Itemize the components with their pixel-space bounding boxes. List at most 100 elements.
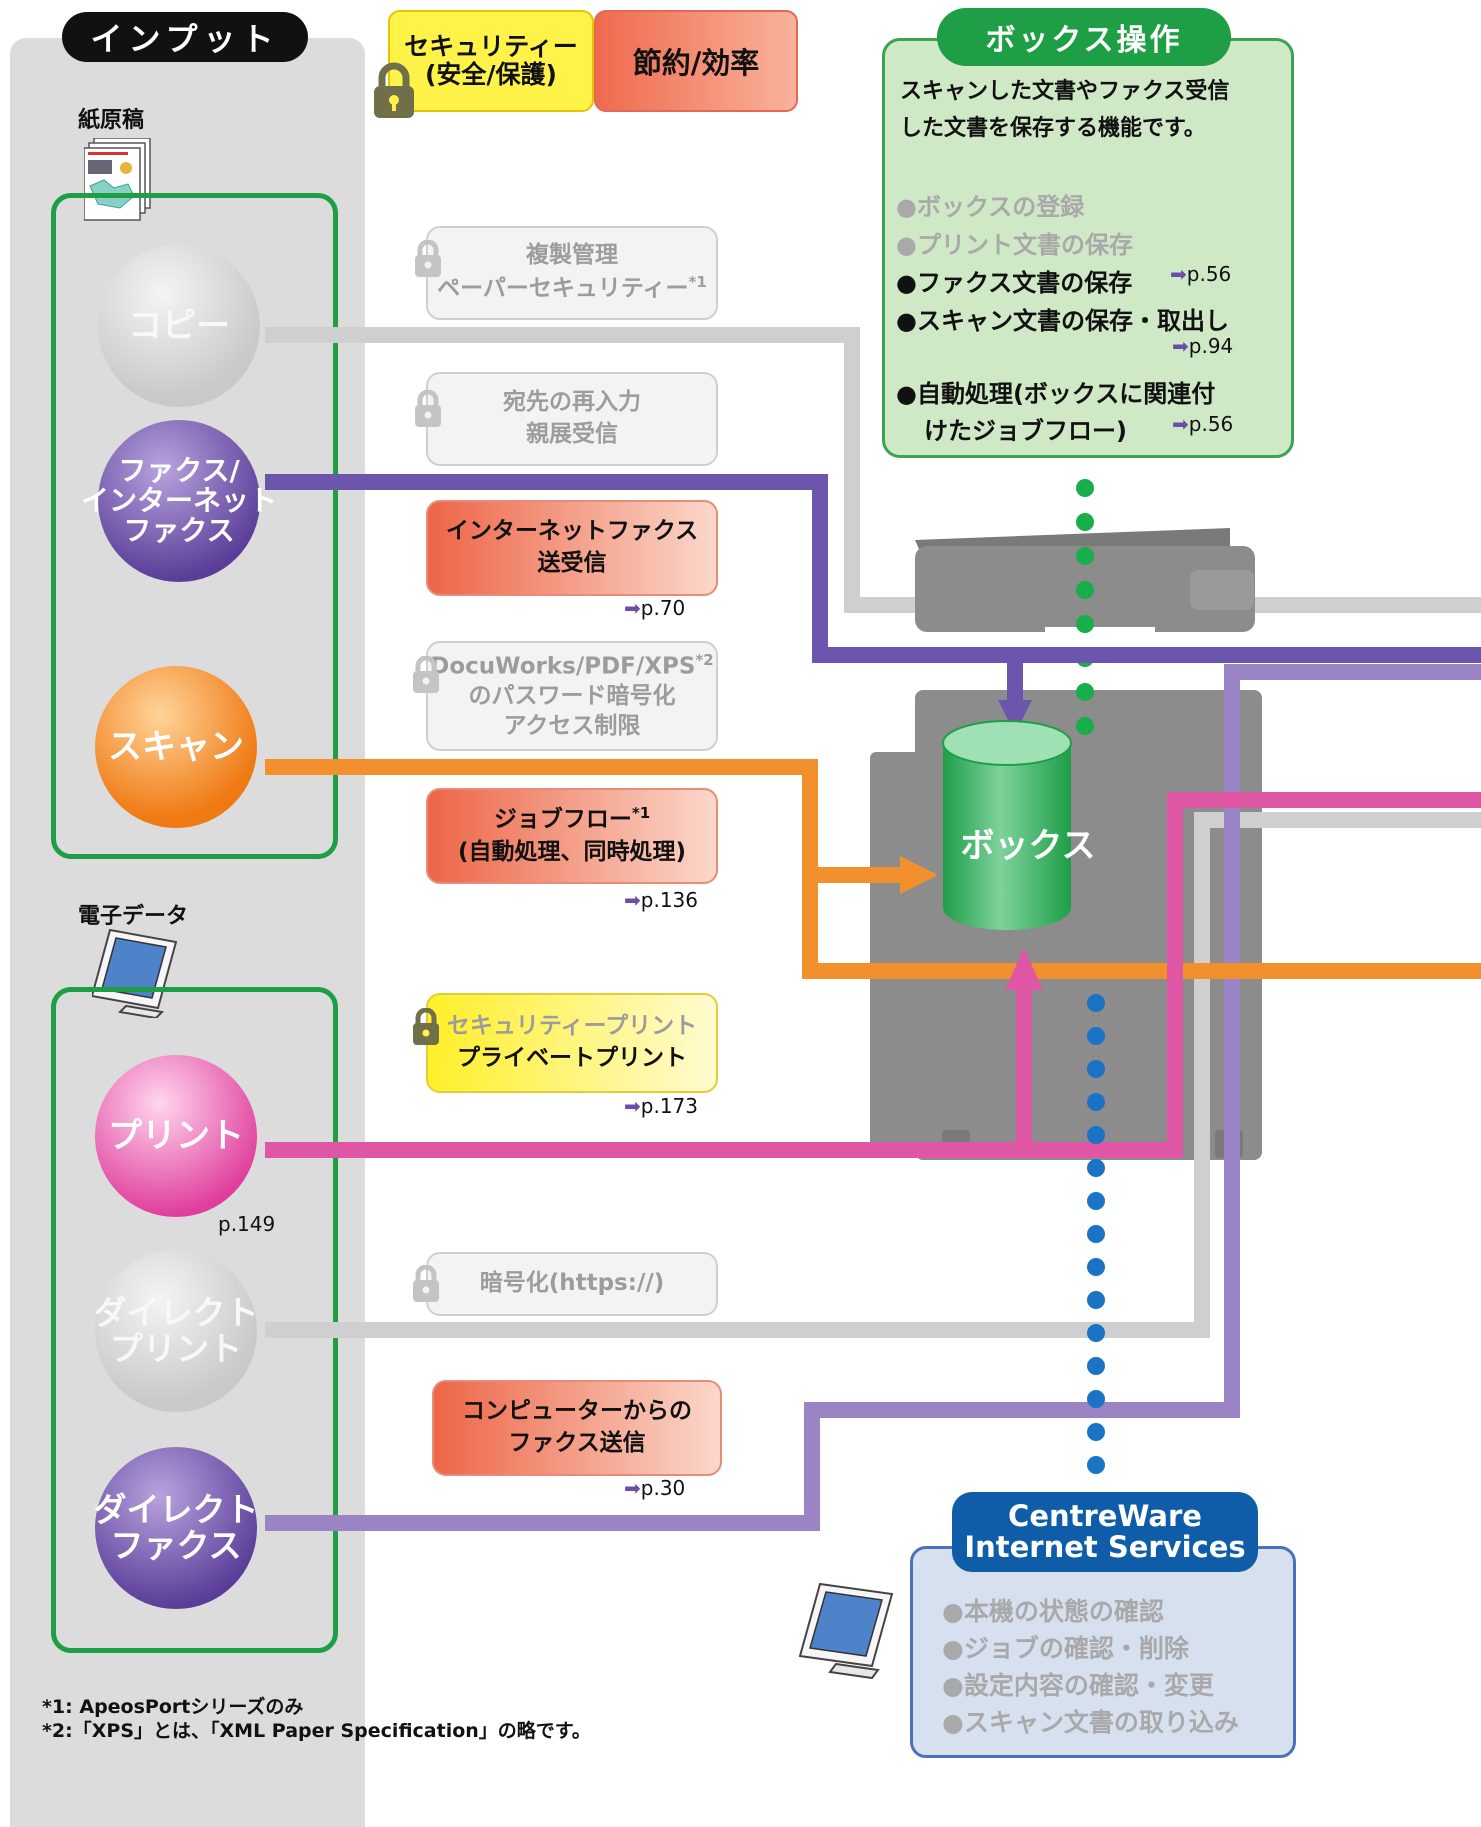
dup-mgmt-line2: ペーパーセキュリティー <box>437 275 689 302</box>
box-storage-cylinder <box>942 720 1072 930</box>
secure-print-ref[interactable]: ➡p.173 <box>624 1094 698 1118</box>
scan-arrowhead <box>900 856 938 894</box>
print-circle[interactable]: プリント <box>95 1055 257 1217</box>
internet-fax-ref[interactable]: ➡p.70 <box>624 596 685 620</box>
jobflow-box: ジョブフロー*1 (自動処理、同時処理) <box>426 788 718 884</box>
box-item-auto-process: ●自動処理(ボックスに関連付 <box>896 380 1216 408</box>
direct-fax-line1: ダイレクト <box>93 1490 259 1530</box>
jobflow-ref[interactable]: ➡p.136 <box>624 888 698 912</box>
copy-label: コピー <box>128 305 230 346</box>
box-item-scan-save: ●スキャン文書の保存・取出し <box>896 307 1229 335</box>
jobflow-line2: (自動処理、同時処理) <box>457 838 687 865</box>
pcfax-line2: ファクス送信 <box>508 1430 646 1456</box>
jobflow-note: *1 <box>631 804 651 823</box>
centreware-title-line1: CentreWare <box>1008 1498 1202 1533</box>
lock-icon <box>413 1008 439 1045</box>
print-flow-line <box>265 792 1481 1158</box>
direct-print-circle[interactable]: ダイレクトプリント <box>94 1250 259 1412</box>
paper-section-label: 紙原稿 <box>78 108 145 133</box>
centreware-panel <box>910 1546 1296 1758</box>
security-legend-line2: (安全/保護) <box>425 60 557 89</box>
lock-icon <box>374 62 414 118</box>
box-label: ボックス <box>960 826 1096 866</box>
fax-circle[interactable]: ファクス/インターネットファクス <box>81 420 277 582</box>
footnote-2: *2:「XPS」とは、「XML Paper Specification」の略です… <box>42 1720 591 1742</box>
box-item-fax-save-ref[interactable]: ➡p.56 <box>1170 262 1231 286</box>
electronic-section-label: 電子データ <box>78 904 189 929</box>
centreware-item: ●本機の状態の確認 <box>942 1597 1164 1626</box>
pdf-line2: のパスワード暗号化 <box>468 683 676 710</box>
box-operations-title: ボックス操作 <box>937 8 1231 66</box>
box-item-fax-save-page: p.56 <box>1186 262 1232 286</box>
centreware-item: ●設定内容の確認・変更 <box>942 1671 1214 1700</box>
print-page-ref[interactable]: p.149 <box>218 1212 276 1236</box>
address-reentry-box: 宛先の再入力親展受信 <box>426 372 718 466</box>
arrow-right-icon: ➡ <box>624 596 641 620</box>
direct-print-flow-line <box>265 812 1481 1338</box>
arrow-right-icon: ➡ <box>1170 262 1187 286</box>
arrow-right-icon: ➡ <box>1172 412 1189 436</box>
security-legend-line1: セキュリティー <box>404 32 578 61</box>
secprint-line1: セキュリティープリント <box>446 1013 698 1040</box>
jobflow-line1: ジョブフロー <box>493 807 632 834</box>
box-item-fax-save: ●ファクス文書の保存 <box>896 269 1133 297</box>
print-label: プリント <box>108 1115 244 1156</box>
input-header: インプット <box>62 12 308 62</box>
copy-circle[interactable]: コピー <box>98 245 260 407</box>
box-ops-dotted-line <box>1076 479 1094 735</box>
centreware-dotted-line <box>1087 994 1105 1474</box>
pdf-note: *2 <box>695 651 714 670</box>
pdf-line3: アクセス制限 <box>503 712 641 739</box>
box-item-auto-process-page: p.56 <box>1188 412 1234 436</box>
secprint-line2: プライベートプリント <box>457 1045 687 1071</box>
fax-label-line1: ファクス/ <box>118 453 240 487</box>
centreware-item: ●ジョブの確認・削除 <box>942 1634 1189 1663</box>
centreware-title: CentreWare Internet Services <box>952 1492 1258 1572</box>
box-item-auto-process-ref[interactable]: ➡p.56 <box>1172 412 1233 436</box>
fax-label-line3: ファクス <box>123 514 235 548</box>
reentry-line2: 親展受信 <box>526 421 618 447</box>
jobflow-page: p.136 <box>640 888 698 912</box>
electronic-input-group <box>51 987 338 1653</box>
arrow-right-icon: ➡ <box>624 1476 641 1500</box>
pc-fax-ref[interactable]: ➡p.30 <box>624 1476 685 1500</box>
box-desc-line1: スキャンした文書やファクス受信 <box>900 79 1230 104</box>
box-item-auto-process-cont: けたジョブフロー) <box>924 417 1127 445</box>
efficiency-legend-label: 節約/効率 <box>632 46 760 80</box>
centreware-title-line2: Internet Services <box>964 1530 1246 1564</box>
scan-circle[interactable]: スキャン <box>95 666 257 828</box>
lock-icon <box>413 1265 439 1302</box>
ifax-line2: 送受信 <box>537 550 607 576</box>
fax-arrowhead <box>998 700 1032 734</box>
arrow-right-icon: ➡ <box>624 888 641 912</box>
pdf-line1: DocuWorks/PDF/XPS <box>430 653 696 680</box>
direct-fax-circle[interactable]: ダイレクトファクス <box>93 1447 259 1609</box>
box-item-print-save: ●プリント文書の保存 <box>896 231 1133 259</box>
footnote-1: *1: ApeosPortシリーズのみ <box>42 1696 304 1718</box>
box-item-register: ●ボックスの登録 <box>896 193 1085 221</box>
direct-fax-line2: ファクス <box>110 1526 242 1565</box>
dup-mgmt-line1: 複製管理 <box>525 242 618 269</box>
box-operations-title-text: ボックス操作 <box>985 23 1183 58</box>
pcfax-line1: コンピューターからの <box>462 1398 692 1425</box>
lock-icon <box>415 240 441 277</box>
box-operations-panel <box>882 38 1294 458</box>
arrow-right-icon: ➡ <box>624 1094 641 1118</box>
box-desc-line2: した文書を保存する機能です。 <box>900 115 1206 141</box>
internet-fax-page: p.70 <box>640 596 686 620</box>
security-legend: セキュリティー(安全/保護) <box>388 10 594 112</box>
secure-print-box: セキュリティープリントプライベートプリント <box>426 993 718 1093</box>
https-encryption-box: 暗号化(https://) <box>426 1252 718 1316</box>
fax-flow-line <box>265 474 1481 663</box>
paper-input-group <box>51 193 338 859</box>
duplication-control-box: 複製管理ペーパーセキュリティー*1 <box>426 226 718 320</box>
reentry-line1: 宛先の再入力 <box>503 389 641 416</box>
box-item-scan-save-ref[interactable]: ➡p.94 <box>1172 334 1233 358</box>
lock-icon <box>415 390 441 427</box>
box-operations-description: スキャンした文書やファクス受信 した文書を保存する機能です。 <box>900 74 1280 148</box>
computer-icon <box>798 1582 894 1680</box>
dup-mgmt-note: *1 <box>688 273 707 292</box>
pc-fax-page: p.30 <box>640 1476 686 1500</box>
